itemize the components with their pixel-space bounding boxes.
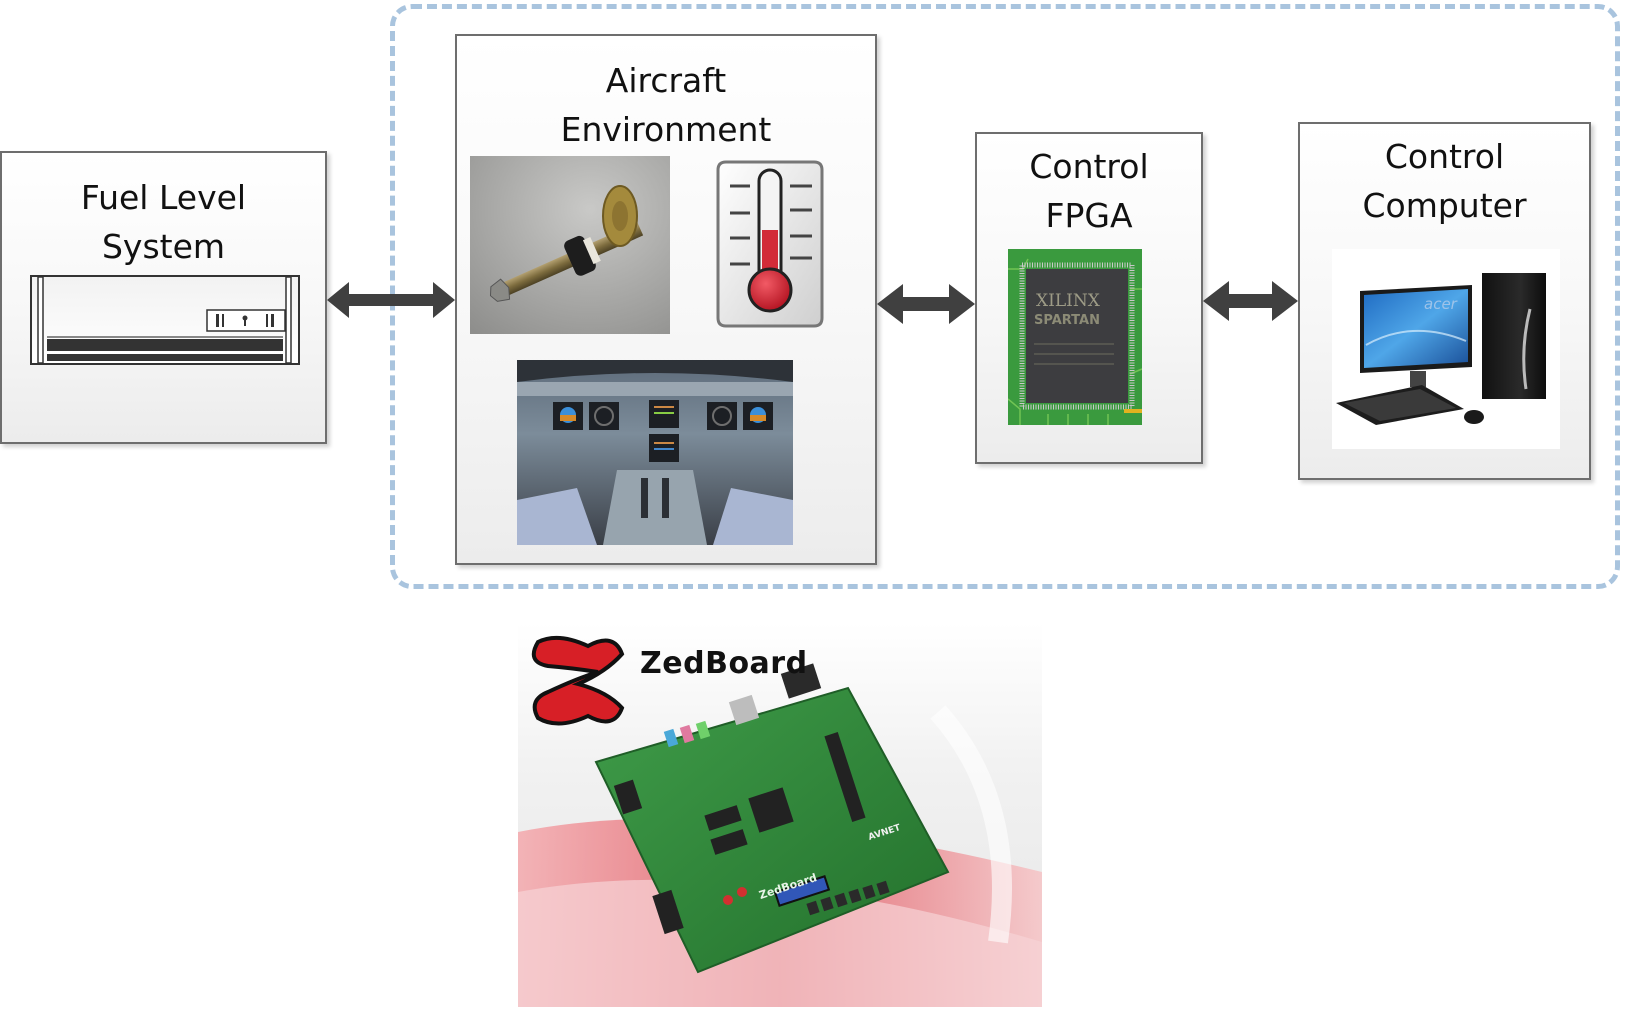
zedboard-logo-icon (531, 635, 625, 726)
title-line-1: Fuel Level (80, 178, 247, 217)
block-aircraft-environment: Aircraft Environment (455, 34, 877, 565)
block-title: Aircraft Environment (457, 56, 875, 154)
fuel-probe-sensor-photo (470, 156, 670, 334)
zedboard-logo-text: ZedBoard (640, 646, 808, 681)
chip-markings (1034, 335, 1114, 385)
block-title: Control FPGA (977, 142, 1201, 240)
block-fuel-level-system: Fuel Level System (0, 151, 327, 444)
block-title: Control Computer (1300, 132, 1589, 230)
monitor-brand-label: acer (1424, 295, 1457, 313)
block-title: Fuel Level System (2, 173, 325, 271)
title-line-2: FPGA (1045, 196, 1133, 235)
chip-family-label: SPARTAN (1034, 313, 1100, 328)
title-line-2: System (101, 227, 226, 266)
title-line-1: Aircraft (605, 61, 727, 100)
thermometer-icon (710, 158, 830, 330)
fpga-chip-photo: XILINX SPARTAN (1008, 249, 1142, 425)
desktop-computer-photo: acer (1332, 249, 1560, 449)
arrow-aircraft-to-fpga (877, 282, 975, 326)
block-control-fpga: Control FPGA XILINX SPARTAN (975, 132, 1203, 464)
title-line-2: Computer (1362, 186, 1527, 225)
title-line-1: Control (1029, 147, 1149, 186)
block-control-computer: Control Computer acer (1298, 122, 1591, 480)
chip-brand-label: XILINX (1036, 291, 1100, 311)
title-line-1: Control (1384, 137, 1505, 176)
zedboard-photo: ZedBoard ZedBoard AVNET (518, 622, 1042, 1007)
arrow-fpga-to-computer (1203, 279, 1298, 323)
cockpit-photo (517, 360, 793, 545)
title-line-2: Environment (560, 110, 772, 149)
rack-server-icon (30, 275, 300, 367)
arrow-fuel-to-aircraft (327, 280, 455, 320)
